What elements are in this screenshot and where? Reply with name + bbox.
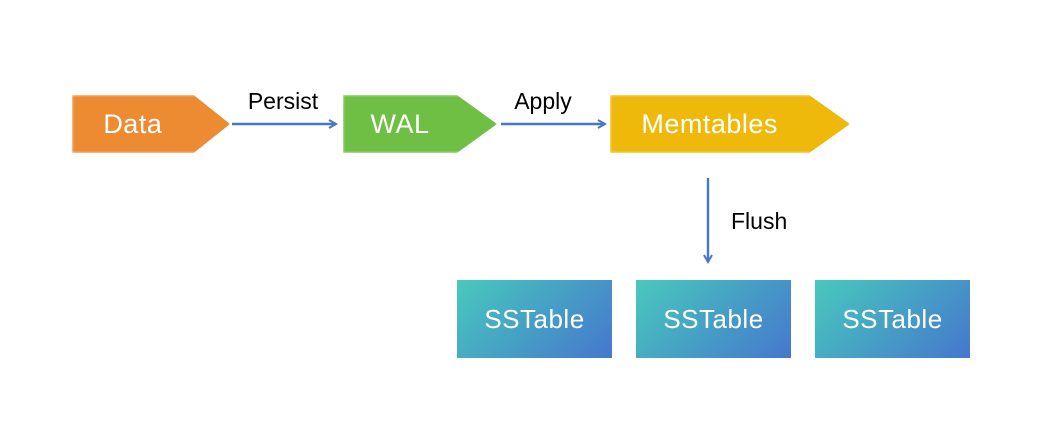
node-data: Data bbox=[72, 95, 230, 153]
node-sstable-3-label: SSTable bbox=[842, 303, 943, 334]
node-memtables: Memtables bbox=[610, 95, 850, 153]
pentagon-arrow-shape bbox=[72, 95, 230, 153]
apply-label: Apply bbox=[514, 88, 572, 114]
node-data-label: Data bbox=[103, 108, 163, 139]
persist-label: Persist bbox=[247, 88, 319, 114]
node-sstable-2-label: SSTable bbox=[663, 303, 764, 334]
apply-arrow bbox=[501, 119, 608, 129]
flush-arrow bbox=[703, 178, 713, 265]
flush-label: Flush bbox=[731, 208, 788, 234]
node-sstable-1-label: SSTable bbox=[484, 303, 585, 334]
node-sstable-3: SSTable bbox=[815, 280, 970, 358]
persist-arrow bbox=[232, 119, 339, 129]
node-wal: WAL bbox=[343, 95, 497, 153]
node-sstable-1: SSTable bbox=[457, 280, 612, 358]
node-sstable-2: SSTable bbox=[636, 280, 791, 358]
pentagon-arrow-shape bbox=[610, 95, 850, 153]
node-memtables-label: Memtables bbox=[641, 108, 778, 139]
node-wal-label: WAL bbox=[370, 108, 430, 139]
